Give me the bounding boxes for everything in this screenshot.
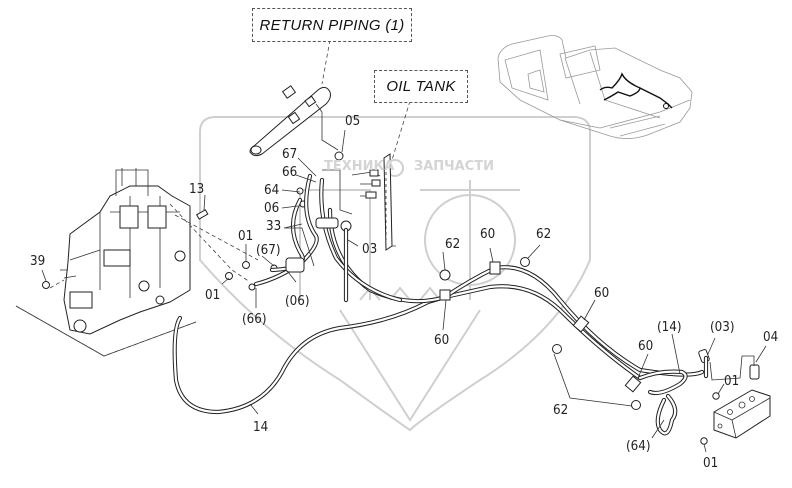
part-label: 33: [266, 219, 282, 234]
part-label: 13: [189, 182, 205, 197]
callout-oil-tank-text: OIL TANK: [386, 78, 456, 95]
part-label: 04: [763, 330, 779, 345]
part-label: 62: [553, 403, 569, 418]
callout-return-piping-text: RETURN PIPING (1): [259, 16, 405, 34]
part-label: (66): [242, 312, 267, 327]
oil-tank-bracket: [322, 100, 411, 251]
callout-return-piping: RETURN PIPING (1): [252, 8, 412, 42]
part-label: (64): [626, 439, 651, 454]
part-label: 62: [445, 237, 461, 252]
part-label: 64: [264, 183, 280, 198]
part-label: 67: [282, 147, 298, 162]
part-label: 01: [724, 374, 740, 389]
excavator-outline-illustration: [497, 35, 693, 139]
control-valve-assembly: [15, 168, 259, 357]
return-pipe: [249, 39, 339, 157]
part-label: 03: [362, 242, 378, 257]
part-label: 01: [703, 456, 719, 471]
part-label: (67): [256, 243, 281, 258]
leader-lines: [41, 129, 767, 453]
part-label: 66: [282, 165, 298, 180]
part-label: 60: [638, 339, 654, 354]
watermark-text-left: ТЕХНИКА: [324, 159, 395, 174]
part-label: 01: [205, 288, 221, 303]
watermark-text-right: ЗАПЧАСТИ: [414, 159, 495, 174]
part-label: 60: [594, 286, 610, 301]
hoses: [172, 173, 709, 436]
manifold-block: [709, 355, 771, 439]
part-label: 06: [264, 201, 280, 216]
part-label: 01: [238, 229, 254, 244]
part-label: (14): [657, 320, 682, 335]
fittings: [42, 151, 760, 445]
part-label: 39: [30, 254, 46, 269]
part-label: 05: [345, 114, 361, 129]
part-label: 62: [536, 227, 552, 242]
part-label: (06): [285, 294, 310, 309]
part-label: 14: [253, 420, 269, 435]
part-label: 60: [434, 333, 450, 348]
part-label: 60: [480, 227, 496, 242]
part-label: (03): [710, 320, 735, 335]
watermark-shield: [199, 116, 591, 432]
callout-oil-tank: OIL TANK: [374, 70, 468, 103]
